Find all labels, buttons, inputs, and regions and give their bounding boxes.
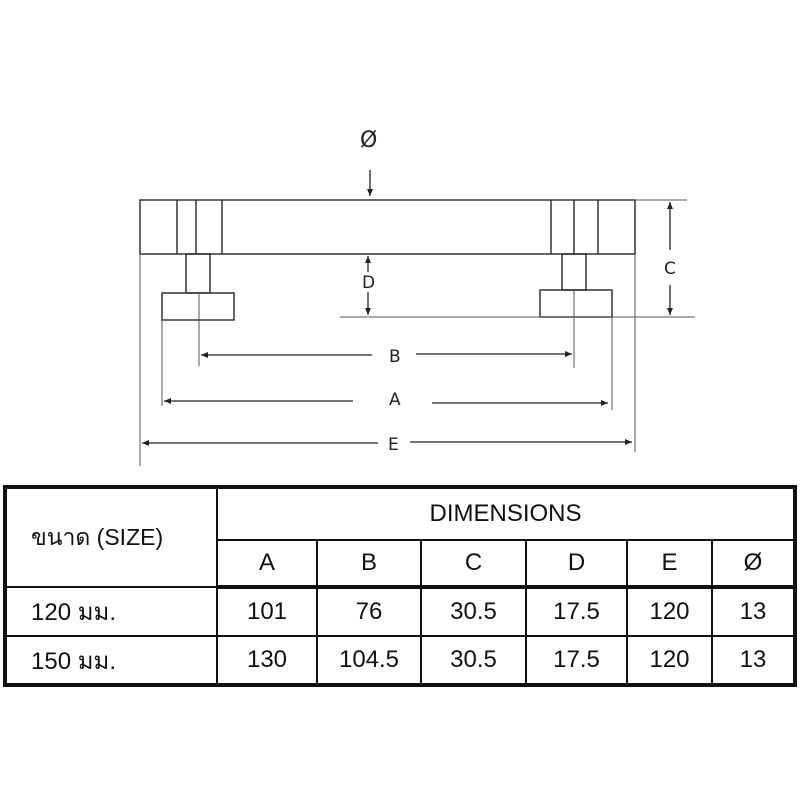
left-post [185,253,211,294]
cell-diameter: 13 [711,586,796,637]
row-size: 150 มม. [4,635,218,686]
cell-c: 30.5 [420,586,527,637]
cell-b: 104.5 [316,635,422,686]
right-post [561,253,587,291]
dimensions-header: DIMENSIONS [216,486,796,541]
handle-bar [139,199,636,255]
col-header-c: C [420,539,527,589]
phi-label: Ø [360,128,377,153]
col-header-diameter: Ø [711,539,796,589]
cell-e: 120 [626,586,713,637]
e-label: E [388,435,399,455]
table-row: 150 มม. 130 104.5 30.5 17.5 120 13 [4,635,796,686]
dimensions-table: ขนาด (SIZE) DIMENSIONS A B C D E Ø 120 ม… [3,485,797,687]
col-header-a: A [216,539,318,589]
cell-e: 120 [626,635,713,686]
right-foot [539,289,613,318]
row-size: 120 มม. [4,586,218,637]
a-label: A [389,390,401,410]
d-label: D [362,273,375,293]
col-header-e: E [626,539,713,589]
cell-d: 17.5 [525,635,628,686]
cell-a: 130 [216,635,318,686]
c-label: C [664,259,676,279]
size-header: ขนาด (SIZE) [4,486,218,588]
b-label: B [389,347,401,367]
col-header-b: B [316,539,422,589]
cell-a: 101 [216,586,318,637]
handle-technical-drawing: Ø C D B A E [139,128,695,466]
cell-b: 76 [316,586,422,637]
col-header-d: D [525,539,628,589]
cell-diameter: 13 [711,635,796,686]
cell-c: 30.5 [420,635,527,686]
table-row: 120 มม. 101 76 30.5 17.5 120 13 [4,586,796,637]
left-foot [161,292,235,321]
cell-d: 17.5 [525,586,628,637]
